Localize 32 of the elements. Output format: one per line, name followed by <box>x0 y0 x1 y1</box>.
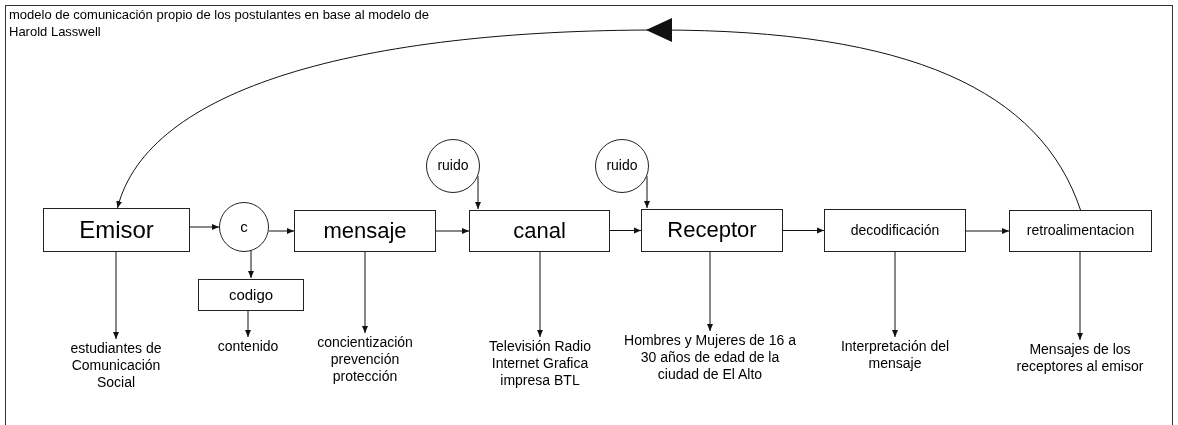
process-box: mensaje <box>294 210 436 252</box>
description-text: contenido <box>203 338 293 356</box>
process-box: codigo <box>198 279 304 311</box>
arrow <box>268 228 295 234</box>
arrow <box>245 310 251 338</box>
arrow <box>113 251 119 340</box>
arrow <box>189 224 220 230</box>
arrow <box>1077 251 1083 341</box>
arrow <box>435 228 470 234</box>
process-box: canal <box>469 210 610 252</box>
arrow <box>892 251 898 338</box>
arrow <box>248 250 254 279</box>
process-box: Receptor <box>641 209 783 252</box>
arrow <box>782 227 825 234</box>
arrow <box>362 251 368 334</box>
arrow <box>475 175 481 210</box>
description-text: concientización prevención protección <box>305 334 425 386</box>
title: modelo de comunicación propio de los postulantes en base al modelo de Harold Lasswell <box>9 6 429 40</box>
description-text: Mensajes de los receptores al emisor <box>1015 341 1145 393</box>
process-box: retroalimentacion <box>1009 210 1152 252</box>
description-text: Televisión Radio Internet Grafica impresa BTL <box>480 338 600 424</box>
process-box: decodificación <box>824 209 966 252</box>
arrow <box>644 175 650 209</box>
description-text: Hombres y Mujeres de 16 a 30 años de edad de la ciudad de El Alto <box>620 332 800 384</box>
description-text: estudiantes de Comunicación Social <box>56 340 176 392</box>
arrow <box>965 228 1010 234</box>
arrow <box>707 251 713 332</box>
arrow <box>537 251 543 338</box>
description-text: Interpretación del mensaje <box>840 338 950 373</box>
process-box: Emisor <box>43 208 190 252</box>
arrow <box>609 227 642 234</box>
arrow <box>116 18 1081 211</box>
